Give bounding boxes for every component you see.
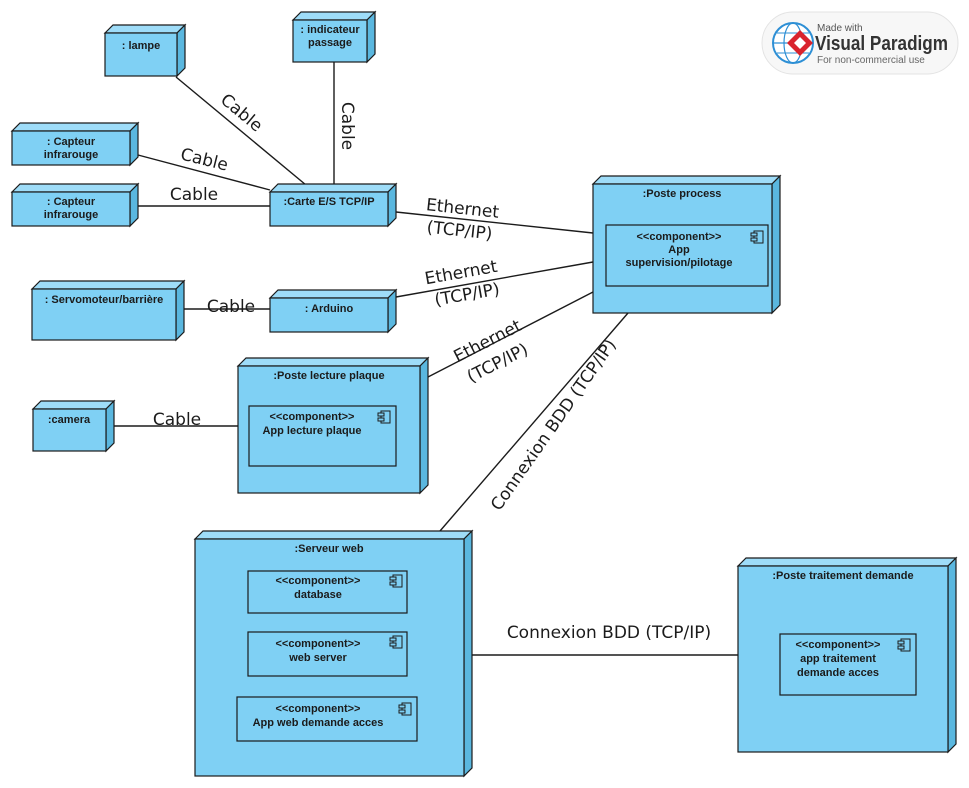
edge-camera-lecture[interactable]: Cable xyxy=(114,410,238,430)
node-label-line2: passage xyxy=(308,37,352,49)
component-database[interactable]: <<component>> database xyxy=(247,570,408,614)
edge-serveur-traitement[interactable]: Connexion BDD (TCP/IP) xyxy=(472,623,738,656)
node-label-line1: : Capteur xyxy=(47,136,96,148)
component-icon xyxy=(750,230,764,244)
component-name-line1: App web demande acces xyxy=(253,717,384,729)
visual-paradigm-watermark: Made with Visual Paradigm For non-commer… xyxy=(761,11,959,75)
node-label: :Poste traitement demande xyxy=(772,570,913,582)
node-label-line1: : Capteur xyxy=(47,196,96,208)
component-app-traitement-demande[interactable]: <<component>> app traitement demande acc… xyxy=(779,633,917,696)
node-lampe[interactable]: : lampe xyxy=(103,23,187,78)
node-poste-lecture-plaque[interactable]: :Poste lecture plaque <<component>> App … xyxy=(236,356,430,495)
watermark-note: For non-commercial use xyxy=(817,55,925,66)
node-serveur-web[interactable]: :Serveur web <<component>> database <<co… xyxy=(193,529,474,778)
component-name-line1: web server xyxy=(288,652,347,664)
node-label-line2: infrarouge xyxy=(44,149,98,161)
edge-carte-process[interactable]: Ethernet (TCP/IP) xyxy=(395,195,594,244)
component-stereotype: <<component>> xyxy=(796,639,881,651)
watermark-brand: Visual Paradigm xyxy=(815,33,948,55)
component-name-line1: App lecture plaque xyxy=(262,425,361,437)
component-stereotype: <<component>> xyxy=(276,638,361,650)
node-capteur-infrarouge-2[interactable]: : Capteur infrarouge xyxy=(10,182,140,228)
node-label: : Arduino xyxy=(305,303,354,315)
node-label: :Serveur web xyxy=(294,543,363,555)
edge-lampe-carte[interactable]: Cable xyxy=(175,76,307,186)
node-poste-process[interactable]: :Poste process <<component>> App supervi… xyxy=(591,174,782,315)
node-poste-traitement-demande[interactable]: :Poste traitement demande <<component>> … xyxy=(736,556,958,754)
component-icon xyxy=(389,574,403,588)
watermark-badge xyxy=(761,11,959,75)
node-servomoteur-barriere[interactable]: : Servomoteur/barrière xyxy=(30,279,186,342)
component-app-web-demande-acces[interactable]: <<component>> App web demande acces xyxy=(236,696,418,742)
edge-label: Cable xyxy=(207,297,255,317)
component-name-line1: App xyxy=(668,244,690,256)
edge-label: Cable xyxy=(178,145,230,176)
component-icon xyxy=(398,702,412,716)
node-label-line1: : indicateur xyxy=(300,24,360,36)
component-stereotype: <<component>> xyxy=(276,575,361,587)
node-label: :camera xyxy=(48,414,91,426)
watermark-made-with: Made with xyxy=(817,23,863,34)
component-icon xyxy=(377,410,391,424)
component-stereotype: <<component>> xyxy=(637,231,722,243)
edge-label: Cable xyxy=(170,185,218,205)
component-app-lecture-plaque[interactable]: <<component>> App lecture plaque xyxy=(248,405,397,467)
node-label-line2: infrarouge xyxy=(44,209,98,221)
component-icon xyxy=(389,635,403,649)
node-label: : lampe xyxy=(122,40,161,52)
node-label: :Poste process xyxy=(643,188,722,200)
node-label: :Carte E/S TCP/IP xyxy=(283,196,374,208)
node-capteur-infrarouge-1[interactable]: : Capteur infrarouge xyxy=(10,121,140,167)
edge-label: Connexion BDD (TCP/IP) xyxy=(507,623,711,643)
node-camera[interactable]: :camera xyxy=(31,399,116,453)
component-web-server[interactable]: <<component>> web server xyxy=(247,631,408,677)
component-name-line2: demande acces xyxy=(797,667,879,679)
edge-indicateur-carte[interactable]: Cable xyxy=(333,62,357,185)
component-name-line1: database xyxy=(294,589,342,601)
node-label: :Poste lecture plaque xyxy=(273,370,384,382)
edge-arduino-process[interactable]: Ethernet (TCP/IP) xyxy=(395,257,594,311)
component-icon xyxy=(897,638,911,652)
node-arduino[interactable]: : Arduino xyxy=(268,288,398,334)
visual-paradigm-logo-icon xyxy=(772,22,814,64)
edge-capteur2-carte[interactable]: Cable xyxy=(138,185,270,207)
edge-label: Cable xyxy=(337,102,357,150)
edge-label: Cable xyxy=(153,410,201,430)
node-indicateur-passage[interactable]: : indicateur passage xyxy=(291,10,377,64)
edge-label: Cable xyxy=(216,90,266,136)
component-name-line1: app traitement xyxy=(800,653,876,665)
edge-capteur1-carte[interactable]: Cable xyxy=(137,145,271,191)
component-app-supervision[interactable]: <<component>> App supervision/pilotage xyxy=(605,224,769,287)
component-stereotype: <<component>> xyxy=(270,411,355,423)
node-label: : Servomoteur/barrière xyxy=(45,294,164,306)
component-stereotype: <<component>> xyxy=(276,703,361,715)
node-carte-es[interactable]: :Carte E/S TCP/IP xyxy=(268,182,398,228)
component-name-line2: supervision/pilotage xyxy=(626,257,733,269)
edge-servo-arduino[interactable]: Cable xyxy=(184,297,270,317)
